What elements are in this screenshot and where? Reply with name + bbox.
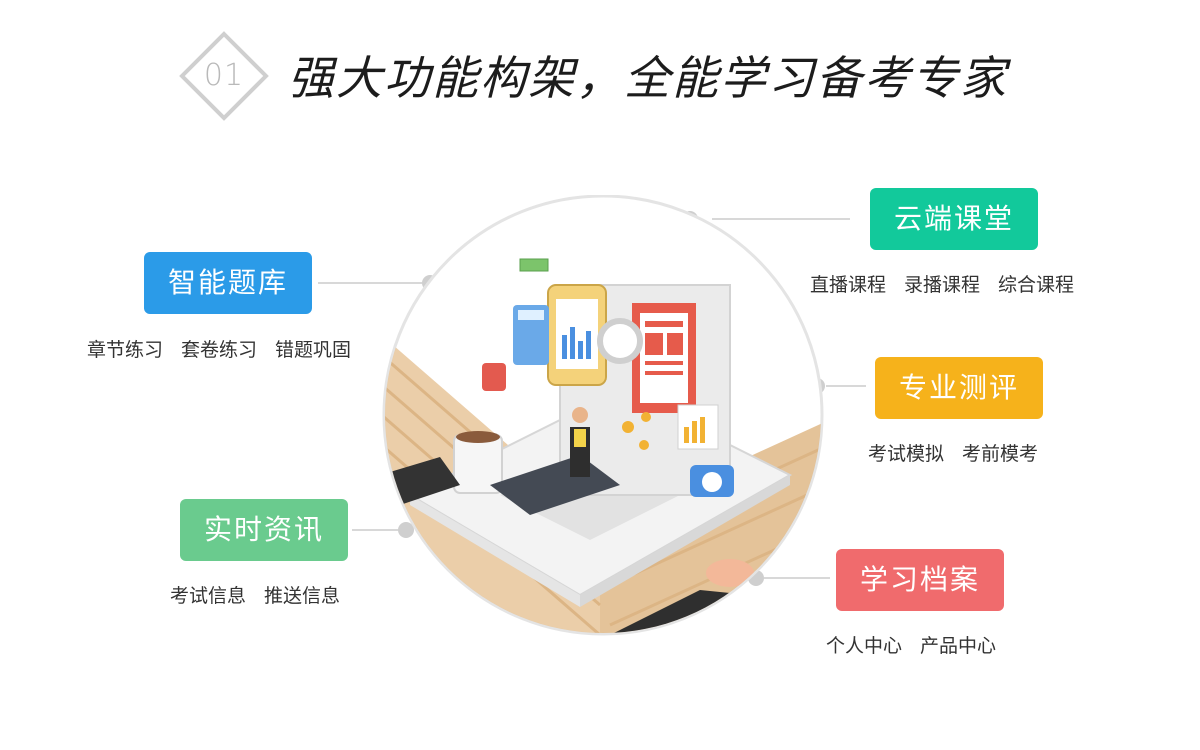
feature-tiku-item: 错题巩固 (275, 339, 352, 361)
feature-dangan-badge[interactable]: 学习档案 (836, 549, 1004, 611)
feature-zixun-item: 考试信息 (170, 585, 247, 607)
sleeve-graphic (570, 590, 750, 633)
feature-ketang-items: 直播课程录播课程综合课程 (810, 270, 1074, 297)
feature-tiku-label: 智能题库 (167, 266, 288, 299)
feature-ketang-item: 录播课程 (904, 274, 981, 296)
feature-zixun-badge[interactable]: 实时资讯 (180, 499, 348, 561)
feature-tiku-item: 套卷练习 (181, 339, 258, 361)
feature-ketang-badge[interactable]: 云端课堂 (870, 188, 1038, 250)
feature-ketang-item: 直播课程 (810, 274, 887, 296)
section-number: 01 (203, 58, 245, 93)
feature-dangan-item: 个人中心 (826, 635, 903, 657)
central-illustration (382, 195, 824, 636)
page-title: 强大功能构架，全能学习备考专家 (288, 51, 1008, 105)
section-number-badge: 01 (176, 28, 272, 124)
feature-dangan-items: 个人中心产品中心 (826, 631, 996, 658)
feature-tiku-items: 章节练习套卷练习错题巩固 (87, 335, 351, 362)
feature-zixun-label: 实时资讯 (203, 513, 324, 546)
feature-ceping-badge[interactable]: 专业测评 (875, 357, 1043, 419)
notebook-graphic (385, 457, 460, 505)
section-header: 01 强大功能构架，全能学习备考专家 (0, 0, 1200, 140)
feature-ketang-label: 云端课堂 (893, 202, 1014, 235)
diamond-icon (179, 31, 269, 121)
magnifier-graphic (597, 318, 643, 364)
hand-graphic (706, 559, 754, 587)
feature-dangan-item: 产品中心 (920, 635, 997, 657)
feature-tiku-item: 章节练习 (87, 339, 164, 361)
battery-graphic (519, 258, 549, 272)
feature-ceping-label: 专业测评 (898, 371, 1019, 404)
feature-zixun-items: 考试信息推送信息 (170, 581, 340, 608)
feature-ceping-items: 考试模拟考前模考 (868, 439, 1038, 466)
feature-tiku-badge[interactable]: 智能题库 (144, 252, 312, 314)
feature-ketang-item: 综合课程 (998, 274, 1075, 296)
feature-ceping-item: 考前模考 (962, 443, 1039, 465)
thumbs-up-graphic (482, 363, 506, 391)
feature-dangan-label: 学习档案 (859, 563, 980, 596)
feature-zixun-item: 推送信息 (264, 585, 341, 607)
network-nodes-graphic (622, 412, 651, 450)
feature-ceping-item: 考试模拟 (868, 443, 945, 465)
